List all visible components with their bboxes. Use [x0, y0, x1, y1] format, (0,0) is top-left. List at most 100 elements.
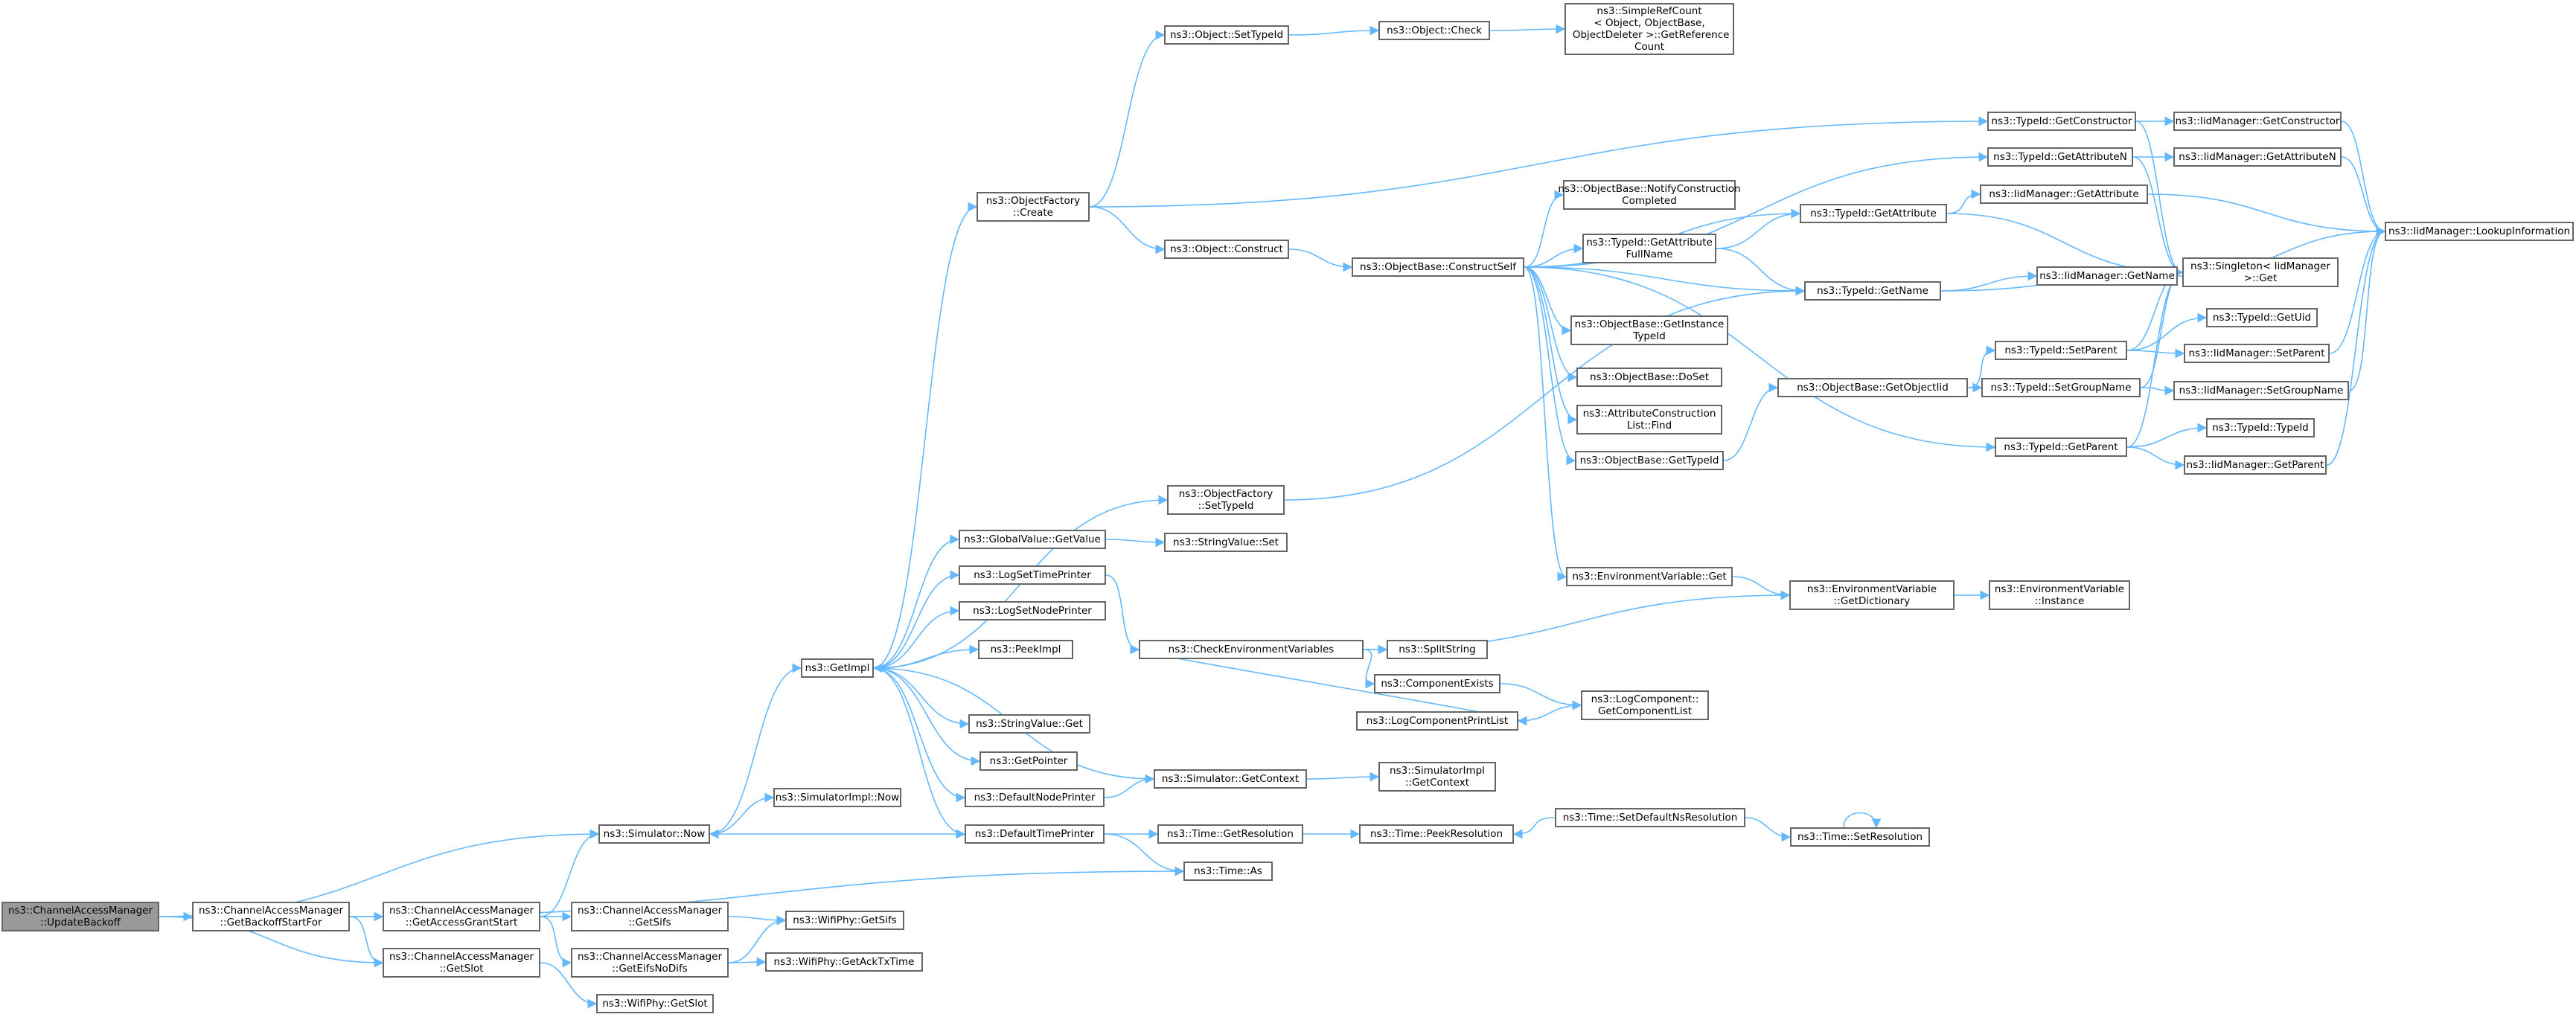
edge-constructself-to-getname	[1524, 266, 1806, 296]
node-label: ns3::Object::Construct	[1170, 243, 1283, 255]
node-setparent[interactable]: ns3::TypeId::SetParent	[1995, 341, 2127, 360]
node-lookupinfo[interactable]: ns3::IidManager::LookupInformation	[2385, 222, 2574, 241]
node-objfactcreate[interactable]: ns3::ObjectFactory::Create	[977, 192, 1090, 222]
node-wifiack[interactable]: ns3::WifiPhy::GetAckTxTime	[765, 952, 923, 972]
node-envinstance[interactable]: ns3::EnvironmentVariable::Instance	[1989, 580, 2130, 610]
node-iidgetconstructor[interactable]: ns3::IidManager::GetConstructor	[2173, 112, 2342, 131]
node-label: ::UpdateBackoff	[40, 917, 121, 928]
node-logcompprint[interactable]: ns3::LogComponentPrintList	[1356, 711, 1518, 731]
node-label: ::Create	[1013, 207, 1053, 219]
node-iidgetattributen[interactable]: ns3::IidManager::GetAttributeN	[2173, 147, 2342, 167]
edge-compexists-to-logcompget	[1500, 683, 1582, 711]
node-typeidtypeid[interactable]: ns3::TypeId::TypeId	[2206, 418, 2315, 437]
node-getbackoff[interactable]: ns3::ChannelAccessManager::GetBackoffSta…	[192, 902, 350, 931]
edge-getimpl-to-globalvalue	[873, 534, 960, 669]
node-objgettypeid[interactable]: ns3::ObjectBase::GetTypeId	[1575, 451, 1724, 470]
node-label: ns3::EnvironmentVariable	[1994, 583, 2125, 595]
node-envget[interactable]: ns3::EnvironmentVariable::Get	[1566, 567, 1733, 586]
node-getpointer[interactable]: ns3::GetPointer	[979, 751, 1078, 771]
node-setdefaultns[interactable]: ns3::Time::SetDefaultNsResolution	[1555, 808, 1745, 827]
node-getattribute[interactable]: ns3::TypeId::GetAttribute	[1800, 204, 1947, 223]
node-iidgetparent[interactable]: ns3::IidManager::GetParent	[2184, 455, 2327, 475]
node-objconstruct[interactable]: ns3::Object::Construct	[1164, 240, 1289, 259]
node-logsettime[interactable]: ns3::LogSetTimePrinter	[959, 565, 1106, 585]
node-label: ns3::ChannelAccessManager	[577, 951, 723, 963]
edge-getsifs-to-wifisifs	[728, 915, 787, 926]
node-setgroupname[interactable]: ns3::TypeId::SetGroupName	[1981, 378, 2141, 397]
node-iidsetgroupname[interactable]: ns3::IidManager::SetGroupName	[2173, 381, 2349, 400]
node-globalvalue[interactable]: ns3::GlobalValue::GetValue	[959, 530, 1106, 549]
edge-defnodeprinter-to-simgetcontext	[1104, 774, 1155, 798]
edge-getconstructor-to-singletonget	[2135, 121, 2184, 278]
node-splitstring[interactable]: ns3::SplitString	[1387, 640, 1488, 659]
node-timesetres[interactable]: ns3::Time::SetResolution	[1790, 827, 1930, 847]
node-root[interactable]: ns3::ChannelAccessManager::UpdateBackoff	[1, 902, 159, 931]
edge-deftimeprinter-to-timeas	[1104, 833, 1185, 876]
node-getaccessgrant[interactable]: ns3::ChannelAccessManager::GetAccessGran…	[383, 902, 540, 931]
edge-constructself-to-attrconstr	[1524, 266, 1578, 425]
node-singletonget[interactable]: ns3::Singleton< IidManager>::Get	[2182, 257, 2339, 287]
node-label: ns3::ChannelAccessManager	[389, 951, 534, 963]
node-label: ns3::ObjectBase::GetTypeId	[1579, 455, 1719, 466]
node-wifislot[interactable]: ns3::WifiPhy::GetSlot	[596, 994, 714, 1013]
node-iidgetattribute[interactable]: ns3::IidManager::GetAttribute	[1980, 185, 2148, 204]
node-logsetnode[interactable]: ns3::LogSetNodePrinter	[959, 601, 1106, 620]
node-timepeekres[interactable]: ns3::Time::PeekResolution	[1359, 824, 1514, 844]
node-label: ns3::GlobalValue::GetValue	[964, 533, 1101, 545]
node-envgetdict[interactable]: ns3::EnvironmentVariable::GetDictionary	[1789, 580, 1955, 610]
node-label: < Object, ObjectBase,	[1594, 17, 1705, 29]
node-objcheck[interactable]: ns3::Object::Check	[1378, 21, 1490, 40]
node-doset[interactable]: ns3::ObjectBase::DoSet	[1576, 368, 1722, 387]
node-typeidgetuid[interactable]: ns3::TypeId::GetUid	[2206, 308, 2318, 327]
node-label: ns3::ChannelAccessManager	[389, 905, 534, 917]
node-simplerefcount[interactable]: ns3::SimpleRefCount< Object, ObjectBase,…	[1565, 3, 1734, 55]
edge-simgetcontext-to-simimplctx	[1306, 772, 1380, 782]
node-logcompget[interactable]: ns3::LogComponent::GetComponentList	[1581, 690, 1709, 720]
edge-getattribute-to-iidgetattribute	[1946, 189, 1981, 214]
edge-objsettypeid-to-objcheck	[1288, 25, 1380, 36]
node-label: ns3::TypeId::SetParent	[2004, 344, 2118, 356]
node-getsifs[interactable]: ns3::ChannelAccessManager::GetSifs	[571, 902, 729, 931]
node-getconstructor[interactable]: ns3::TypeId::GetConstructor	[1987, 112, 2136, 131]
node-checkenv[interactable]: ns3::CheckEnvironmentVariables	[1139, 640, 1364, 659]
node-iidsetparent[interactable]: ns3::IidManager::SetParent	[2184, 344, 2330, 363]
node-defnodeprinter[interactable]: ns3::DefaultNodePrinter	[965, 788, 1105, 807]
node-simgetcontext[interactable]: ns3::Simulator::GetContext	[1154, 769, 1307, 789]
node-label: ns3::CheckEnvironmentVariables	[1168, 644, 1335, 655]
node-label: ns3::Time::SetResolution	[1797, 831, 1923, 843]
node-getparent[interactable]: ns3::TypeId::GetParent	[1995, 437, 2127, 457]
node-iidgetname[interactable]: ns3::IidManager::GetName	[2036, 266, 2178, 286]
edge-iidgetattribute-to-lookupinfo	[2147, 193, 2386, 237]
node-getobjectiid[interactable]: ns3::ObjectBase::GetObjectIid	[1777, 378, 1968, 397]
edge-setparent-to-typeidgetuid	[2126, 312, 2208, 351]
node-peekimpl[interactable]: ns3::PeekImpl	[978, 640, 1073, 659]
node-simimplctx[interactable]: ns3::SimulatorImpl::GetContext	[1378, 762, 1496, 792]
node-label: ::GetDictionary	[1833, 595, 1911, 607]
edge-getimpl-to-objfactcreate	[873, 202, 978, 669]
node-constructself[interactable]: ns3::ObjectBase::ConstructSelf	[1352, 257, 1524, 277]
node-getname[interactable]: ns3::TypeId::GetName	[1804, 281, 1941, 301]
node-label: ns3::TypeId::SetGroupName	[1990, 382, 2132, 394]
node-compexists[interactable]: ns3::ComponentExists	[1374, 674, 1500, 693]
node-simimplnow[interactable]: ns3::SimulatorImpl::Now	[773, 788, 901, 807]
node-objsettypeid[interactable]: ns3::Object::SetTypeId	[1164, 25, 1289, 45]
node-stringget[interactable]: ns3::StringValue::Get	[968, 714, 1090, 734]
node-deftimeprinter[interactable]: ns3::DefaultTimePrinter	[965, 824, 1105, 844]
node-label: ns3::TypeId::GetAttributeN	[1993, 151, 2127, 163]
node-getslot[interactable]: ns3::ChannelAccessManager::GetSlot	[383, 948, 540, 978]
node-simnow[interactable]: ns3::Simulator::Now	[598, 824, 710, 844]
node-getattributen[interactable]: ns3::TypeId::GetAttributeN	[1987, 147, 2133, 167]
node-timeas[interactable]: ns3::Time::As	[1183, 862, 1273, 881]
node-timegetres[interactable]: ns3::Time::GetResolution	[1157, 824, 1303, 844]
node-objfactsettypeid[interactable]: ns3::ObjectFactory::SetTypeId	[1167, 485, 1285, 515]
node-stringset[interactable]: ns3::StringValue::Set	[1164, 533, 1288, 552]
node-geteifs[interactable]: ns3::ChannelAccessManager::GetEifsNoDifs	[571, 948, 729, 978]
node-getimpl[interactable]: ns3::GetImpl	[801, 658, 874, 678]
node-wifisifs[interactable]: ns3::WifiPhy::GetSifs	[785, 911, 904, 930]
edge-geteifs-to-wifisifs	[728, 915, 787, 963]
